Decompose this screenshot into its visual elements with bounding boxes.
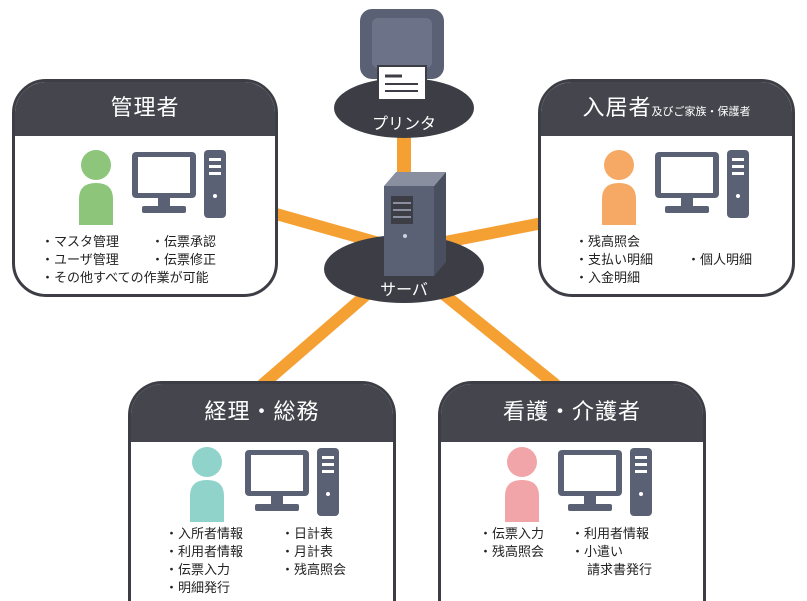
server-label: サーバ — [380, 280, 428, 299]
admin-card-title: 管理者 — [110, 96, 180, 121]
list-item: 支払い明細 — [575, 252, 653, 270]
nursing-card: 看護・介護者 伝票入力 残高照会 利用者情報 小遣い 請求書発行 — [438, 381, 706, 601]
nursing-tasks-col2: 利用者情報 小遣い 請求書発行 — [571, 526, 652, 580]
list-item: 入所者情報 — [165, 526, 243, 544]
list-item: マスタ管理 — [41, 234, 209, 252]
nursing-person-icon — [505, 447, 539, 522]
printer-node — [334, 9, 474, 138]
admin-person-icon — [79, 150, 113, 225]
admin-computer-icon — [132, 150, 226, 218]
admin-tasks-col1: マスタ管理 ユーザ管理 その他すべての作業が可能 — [41, 234, 209, 288]
printer-icon — [360, 9, 444, 101]
server-node — [324, 172, 484, 303]
nursing-tasks-col1: 伝票入力 残高照会 — [479, 526, 544, 562]
list-item: 残高照会 — [479, 544, 544, 562]
list-item: 入金明細 — [575, 270, 653, 288]
resident-card: 入居者及びご家族・保護者 残高照会 支払い明細 入金明細 個人明細 — [538, 79, 795, 297]
list-item: 残高照会 — [575, 234, 653, 252]
admin-tasks-col2: 伝票承認 伝票修正 — [151, 234, 216, 270]
resident-tasks-col2: 個人明細 — [687, 252, 752, 270]
printer-label: プリンタ — [371, 114, 436, 133]
resident-card-subtitle: 及びご家族・保護者 — [651, 105, 751, 118]
list-item-continuation: 請求書発行 — [587, 563, 653, 578]
accounting-card: 経理・総務 入所者情報 利用者情報 伝票入力 明細発行 日計表 月計表 残高照会 — [128, 381, 396, 601]
resident-computer-icon — [655, 150, 749, 218]
list-item: 月計表 — [281, 544, 346, 562]
resident-card-header: 入居者及びご家族・保護者 — [541, 82, 792, 136]
list-item: 伝票修正 — [151, 252, 216, 270]
list-item: 伝票入力 — [165, 562, 243, 580]
list-item: 利用者情報 — [571, 526, 652, 544]
resident-tasks-col1: 残高照会 支払い明細 入金明細 — [575, 234, 653, 288]
accounting-card-title: 経理・総務 — [204, 400, 320, 425]
list-item: 伝票承認 — [151, 234, 216, 252]
accounting-tasks-col2: 日計表 月計表 残高照会 — [281, 526, 346, 580]
admin-card: 管理者 マスタ管理 ユーザ管理 その他すべての作業が可能 伝票承認 伝票修正 — [12, 79, 278, 297]
printer-hub — [334, 78, 474, 138]
accounting-computer-icon — [245, 448, 339, 516]
list-item: 明細発行 — [165, 580, 243, 598]
list-item: 利用者情報 — [165, 544, 243, 562]
accounting-tasks-col1: 入所者情報 利用者情報 伝票入力 明細発行 — [165, 526, 243, 598]
nursing-card-header: 看護・介護者 — [441, 384, 703, 442]
server-icon — [384, 172, 446, 276]
nursing-computer-icon — [558, 448, 652, 516]
accounting-card-header: 経理・総務 — [131, 384, 393, 442]
admin-card-header: 管理者 — [15, 82, 275, 136]
accounting-person-icon — [190, 447, 224, 522]
list-item: 小遣い — [571, 544, 652, 562]
list-item: 日計表 — [281, 526, 346, 544]
list-item: その他すべての作業が可能 — [41, 270, 209, 288]
list-item: 伝票入力 — [479, 526, 544, 544]
list-item: 個人明細 — [687, 252, 752, 270]
list-item: ユーザ管理 — [41, 252, 209, 270]
nursing-card-title: 看護・介護者 — [502, 400, 641, 425]
resident-person-icon — [602, 150, 636, 225]
list-item: 残高照会 — [281, 562, 346, 580]
resident-card-title: 入居者 — [582, 96, 652, 121]
